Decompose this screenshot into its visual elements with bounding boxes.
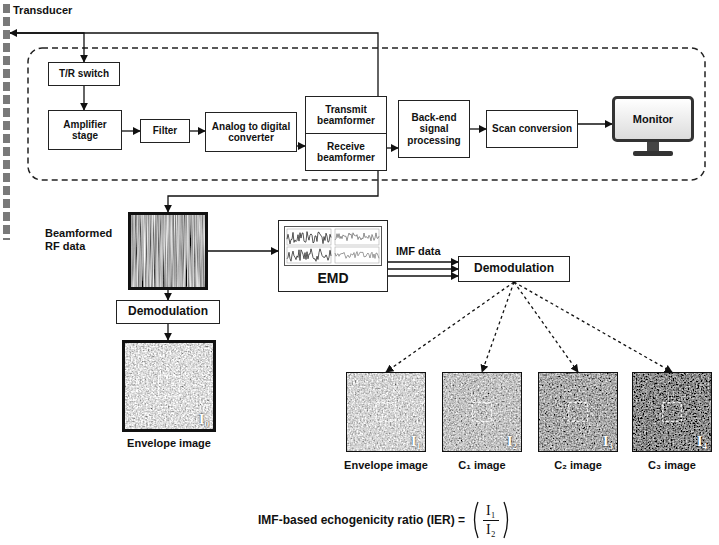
transducer-label: Transducer: [13, 4, 72, 17]
formula: IMF-based echogenicity ratio (IER) = I₁ …: [258, 500, 511, 540]
box-label: Scan conversion: [491, 123, 573, 135]
signal-arrow: [190, 130, 205, 131]
image-symbol: I₄: [697, 433, 707, 450]
speckle-picture: [131, 215, 205, 287]
transducer-array: Transducer: [3, 4, 10, 240]
monitor-base: [633, 151, 673, 156]
ultrasound-image: I₀Envelope image: [122, 340, 216, 432]
box-label: Analog to digital converter: [210, 121, 292, 144]
image-symbol: I₁: [411, 433, 421, 450]
box-label: Receive beamformer: [310, 141, 382, 164]
signal-arrow: [388, 261, 458, 262]
ultrasound-image: I₂C₁ image: [442, 372, 522, 452]
image-caption: C₁ image: [458, 459, 505, 471]
right-parenthesis: [502, 500, 511, 540]
numerator: I₁: [483, 503, 499, 518]
imf-plot: [284, 226, 382, 266]
signal-arrow: [387, 147, 398, 148]
dotted-arrow: [482, 282, 514, 372]
signal-arrow: [388, 268, 458, 269]
signal-arrow: [578, 123, 612, 124]
ultrasound-image: I₄C₃ image: [632, 372, 712, 452]
image-symbol: I₃: [603, 433, 613, 450]
box-label: Demodulation: [463, 262, 565, 276]
image-symbol: I₀: [199, 411, 209, 428]
image-caption: C₂ image: [554, 459, 602, 471]
signal-arrow: [388, 275, 458, 276]
dotted-arrow: [386, 282, 514, 372]
process-box: Demodulation: [116, 300, 220, 324]
process-box: Receive beamformer: [305, 133, 387, 171]
signal-arrow: [470, 128, 486, 129]
system-enclosure: [28, 48, 705, 180]
denominator: I₂: [483, 522, 499, 537]
dotted-arrow: [514, 282, 578, 372]
signal-arrow: [297, 145, 305, 146]
monitor-screen: Monitor: [612, 96, 694, 142]
ultrasound-image: I₁Envelope image: [346, 372, 426, 452]
ultrasound-image: I₃C₂ image: [538, 372, 618, 452]
signal-arrow: [83, 86, 84, 110]
process-box: Scan conversion: [486, 110, 578, 148]
box-label: Filter: [145, 125, 185, 137]
signal-arrow: [10, 33, 378, 96]
signal-arrow: [208, 250, 278, 251]
rf-data-image: Beamformed RF data: [128, 212, 208, 290]
process-box: Back-end signal processing: [398, 100, 470, 158]
signal-arrow: [122, 130, 140, 131]
image-caption: Envelope image: [127, 437, 211, 449]
monitor-label: Monitor: [618, 113, 688, 126]
box-label: Back-end signal processing: [403, 112, 465, 147]
image-symbol: I₂: [507, 433, 517, 450]
formula-text: IMF-based echogenicity ratio (IER) =: [258, 513, 465, 527]
edge-label: IMF data: [394, 245, 443, 257]
rf-data-heading: Beamformed RF data: [45, 227, 121, 253]
signal-arrow: [10, 33, 84, 62]
image-caption: Envelope image: [344, 459, 428, 471]
box-label: Demodulation: [121, 305, 215, 319]
emd-box: EMD: [278, 220, 388, 292]
box-label: Amplifier stage: [53, 119, 117, 142]
fraction-bar: [483, 520, 499, 521]
process-box: Analog to digital converter: [205, 112, 297, 152]
process-box: Amplifier stage: [48, 110, 122, 150]
box-label: T/R switch: [53, 68, 115, 80]
signal-arrow: [168, 171, 378, 212]
left-parenthesis: [471, 500, 480, 540]
fraction: I₁ I₂: [483, 503, 499, 537]
monitor-neck: [647, 142, 659, 151]
process-box: Transmit beamformer: [305, 96, 387, 134]
process-box: Filter: [140, 119, 190, 143]
process-box: Demodulation: [458, 256, 570, 282]
dotted-arrow: [514, 282, 672, 372]
emd-label: EMD: [283, 270, 383, 286]
image-caption: C₃ image: [648, 459, 696, 471]
process-box: T/R switch: [48, 62, 120, 86]
signal-arrow: [167, 290, 168, 300]
box-label: Transmit beamformer: [310, 104, 382, 127]
signal-arrow: [167, 324, 168, 340]
